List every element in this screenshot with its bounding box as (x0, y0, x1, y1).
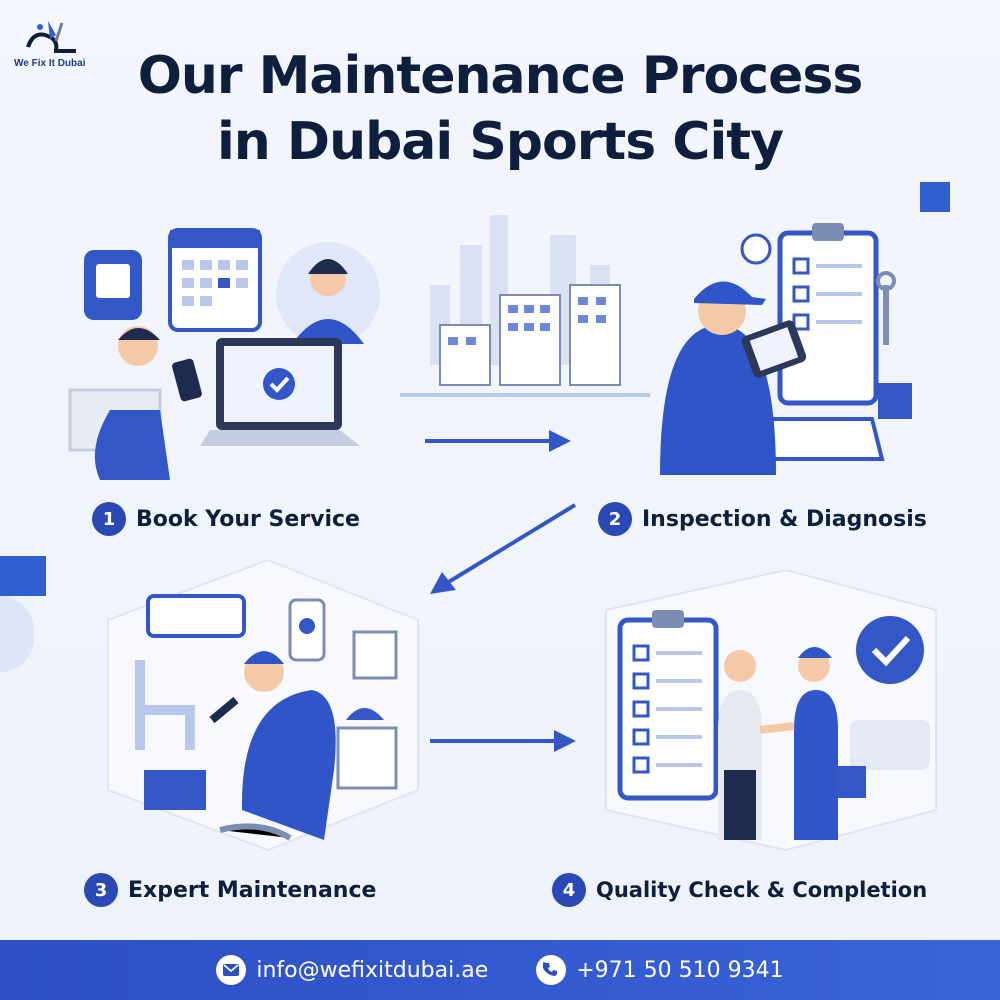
step-label: Expert Maintenance (128, 877, 377, 903)
step-number-badge: 3 (84, 873, 118, 907)
arrow-diagonal-icon (430, 503, 577, 594)
step-label: Book Your Service (136, 506, 360, 532)
booking-illustration (68, 228, 380, 480)
city-illustration (400, 215, 650, 397)
step-label: Inspection & Diagnosis (642, 506, 927, 532)
brand-logo-icon (26, 21, 76, 53)
step-2: 2 Inspection & Diagnosis (598, 502, 927, 536)
decor-shape (0, 596, 34, 672)
page-title-line1: Our Maintenance Process (137, 46, 864, 106)
footer-bar: info@wefixitdubai.ae +971 50 510 9341 (0, 940, 1000, 1000)
arrow-right-icon (425, 430, 571, 452)
phone-icon (536, 955, 567, 985)
brand-name: We Fix It Dubai (14, 58, 86, 69)
maintenance-illustration (107, 560, 419, 852)
step-1: 1 Book Your Service (92, 502, 360, 536)
contact-phone[interactable]: +971 50 510 9341 (536, 955, 784, 985)
arrow-right-icon (430, 730, 576, 752)
phone-text[interactable]: +971 50 510 9341 (576, 957, 784, 983)
email-text[interactable]: info@wefixitdubai.ae (256, 957, 489, 983)
contact-email[interactable]: info@wefixitdubai.ae (216, 955, 488, 985)
quality-check-illustration (605, 570, 937, 852)
step-number-badge: 4 (552, 873, 586, 907)
inspection-illustration (660, 223, 912, 475)
step-number-badge: 1 (92, 502, 126, 536)
step-3: 3 Expert Maintenance (84, 873, 376, 907)
page-title-line2: in Dubai Sports City (216, 112, 784, 172)
email-icon (216, 955, 247, 985)
decor-square (0, 556, 46, 596)
step-label: Quality Check & Completion (596, 878, 928, 902)
decor-square (920, 182, 950, 212)
step-number-badge: 2 (598, 502, 632, 536)
step-4: 4 Quality Check & Completion (552, 873, 927, 907)
